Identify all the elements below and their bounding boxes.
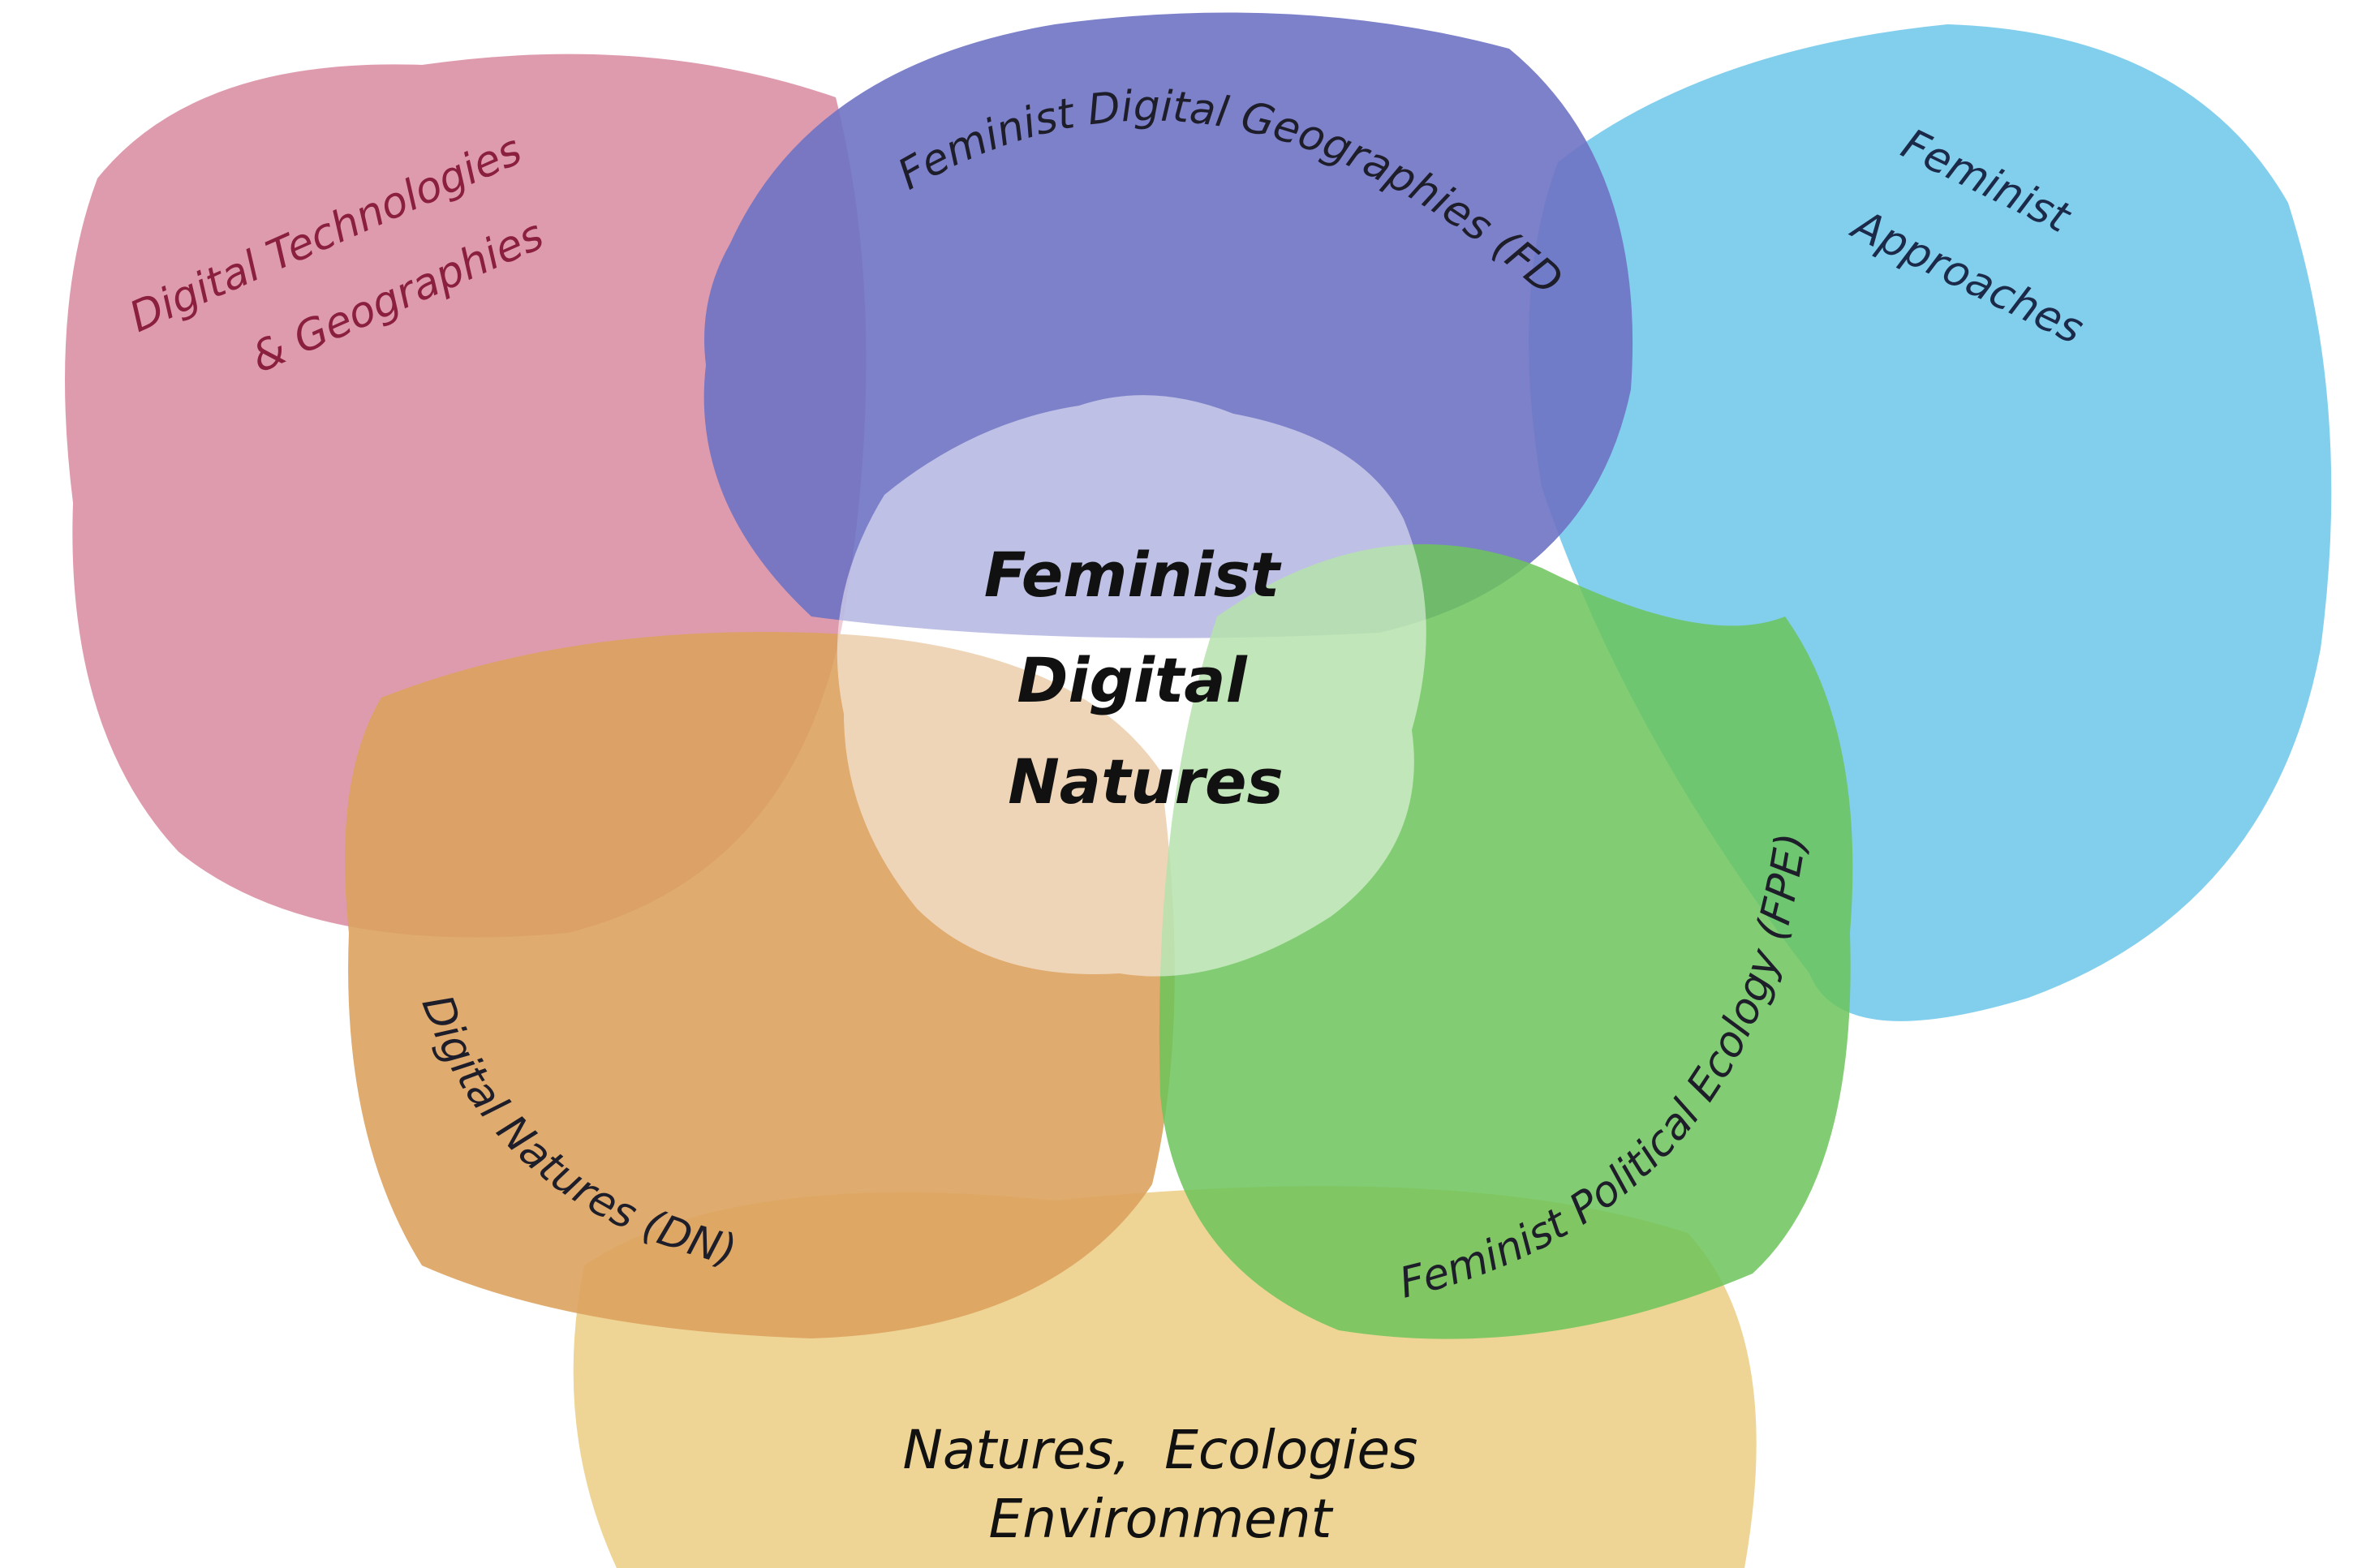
label-natures-ecologies-line2: Environment <box>989 1488 1334 1550</box>
label-natures-ecologies-line1: Natures, Ecologies <box>903 1419 1418 1481</box>
center-label-line3: Natures <box>1008 745 1284 818</box>
center-label-line2: Digital <box>1017 644 1247 716</box>
blob-center-feminist-digital-natures <box>837 395 1426 977</box>
center-label-line1: Feminist <box>984 539 1282 611</box>
